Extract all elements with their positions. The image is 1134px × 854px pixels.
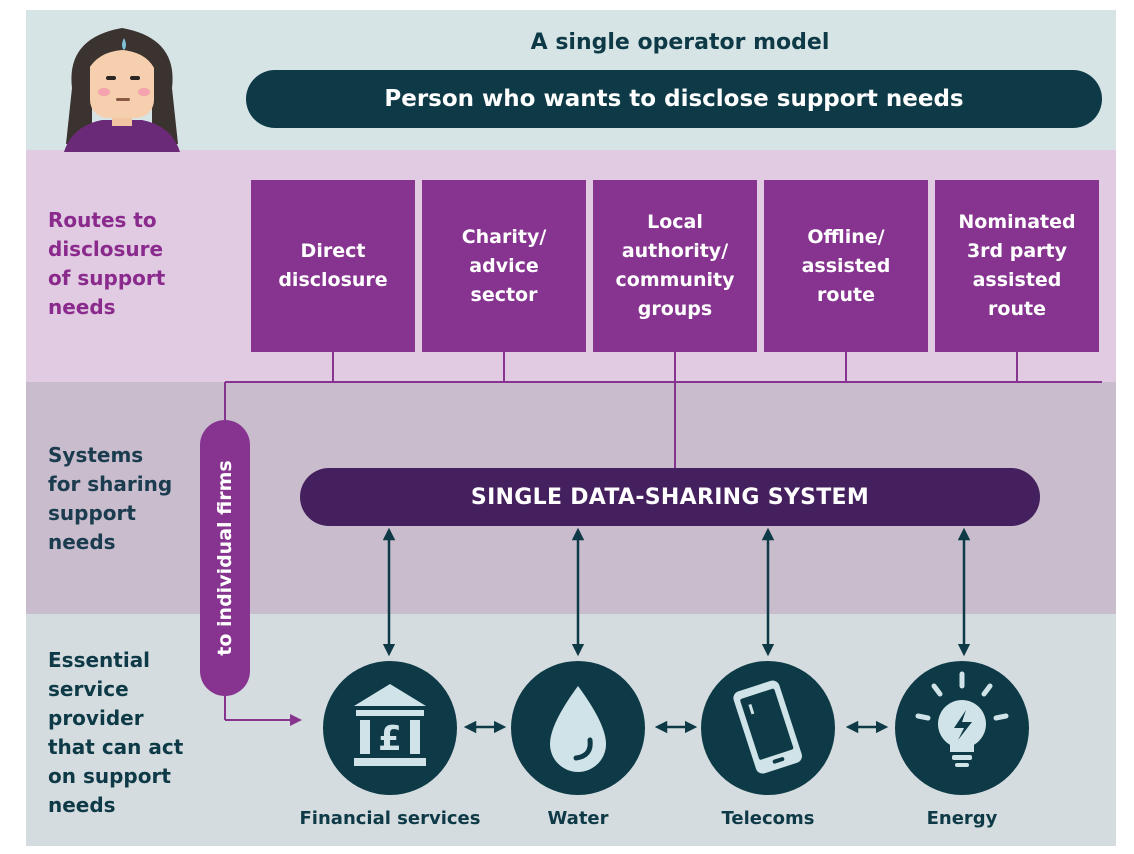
route-label: Nominated 3rd party assisted route bbox=[958, 211, 1076, 320]
system-label: SINGLE DATA-SHARING SYSTEM bbox=[470, 484, 870, 510]
route-offline-assisted: Offline/ assisted route bbox=[764, 180, 928, 352]
lightbulb-icon bbox=[895, 661, 1029, 795]
bank-icon: £ bbox=[323, 661, 457, 795]
route-local-authority: Local authority/ community groups bbox=[593, 180, 757, 352]
provider-label-water: Water bbox=[547, 808, 609, 829]
row-label-systems-text: Systems for sharing support needs bbox=[48, 443, 173, 554]
svg-text:£: £ bbox=[378, 719, 402, 759]
route-nominated-third-party: Nominated 3rd party assisted route bbox=[935, 180, 1099, 352]
firms-label: to individual firms bbox=[214, 460, 236, 656]
to-individual-firms-pill: to individual firms bbox=[200, 420, 250, 696]
provider-label-telecoms: Telecoms bbox=[721, 808, 815, 829]
single-data-sharing-system: SINGLE DATA-SHARING SYSTEM bbox=[300, 468, 1040, 526]
route-direct-disclosure: Direct disclosure bbox=[251, 180, 415, 352]
water-drop-icon bbox=[511, 661, 645, 795]
route-charity-advice: Charity/ advice sector bbox=[422, 180, 586, 352]
row-label-providers-text: Essential service provider that can act … bbox=[48, 648, 184, 817]
provider-label-financial: Financial services bbox=[299, 808, 481, 829]
phone-icon bbox=[701, 661, 835, 795]
person-avatar bbox=[64, 28, 180, 152]
row-label-routes: Routes to disclosure of support needs bbox=[48, 206, 228, 322]
route-label: Direct disclosure bbox=[278, 240, 388, 291]
row-label-systems: Systems for sharing support needs bbox=[48, 441, 208, 557]
route-label: Charity/ advice sector bbox=[461, 225, 547, 306]
row-label-providers: Essential service provider that can act … bbox=[48, 646, 218, 820]
person-pill-label: Person who wants to disclose support nee… bbox=[384, 86, 964, 112]
diagram-title: A single operator model bbox=[530, 30, 830, 55]
route-label: Local authority/ community groups bbox=[615, 211, 735, 320]
route-label: Offline/ assisted route bbox=[801, 225, 891, 306]
provider-label-energy: Energy bbox=[926, 808, 998, 829]
row-label-routes-text: Routes to disclosure of support needs bbox=[48, 208, 166, 319]
person-pill: Person who wants to disclose support nee… bbox=[246, 70, 1102, 128]
